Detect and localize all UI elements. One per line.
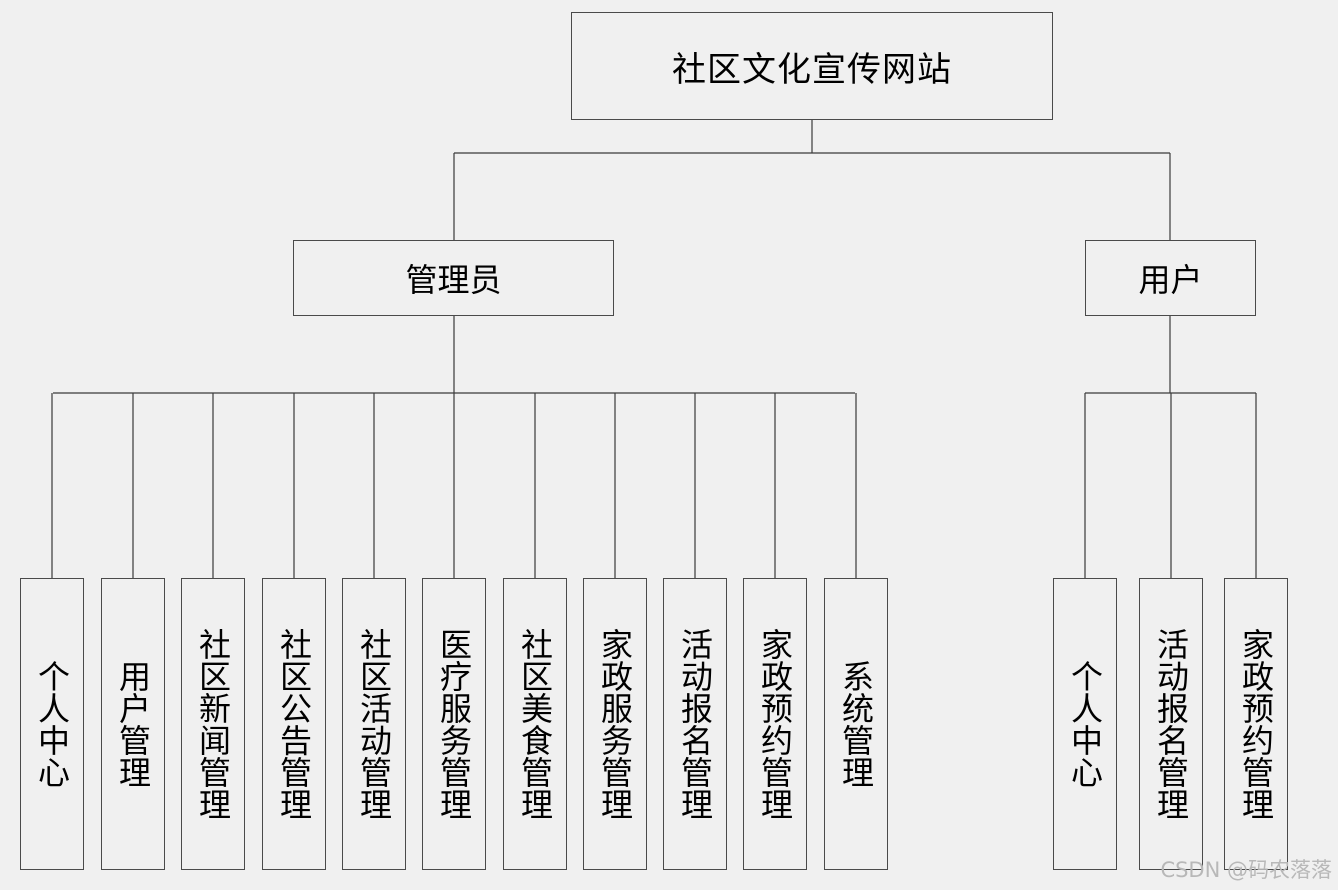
user-leaf-node: 家政预约管理 (1224, 578, 1288, 870)
user-leaf-label: 个人中心 (1066, 660, 1104, 788)
user-leaf-label: 家政预约管理 (1237, 628, 1275, 820)
admin-node-label: 管理员 (405, 261, 502, 299)
admin-node: 管理员 (293, 240, 614, 316)
admin-leaf-node: 家政服务管理 (583, 578, 647, 870)
admin-leaf-label: 社区新闻管理 (194, 628, 232, 820)
user-leaf-node: 活动报名管理 (1139, 578, 1203, 870)
admin-leaf-node: 社区新闻管理 (181, 578, 245, 870)
user-node-label: 用户 (1138, 261, 1203, 299)
watermark: CSDN @码农落落 (1160, 858, 1332, 882)
admin-leaf-node: 社区公告管理 (262, 578, 326, 870)
admin-leaf-label: 社区活动管理 (355, 628, 393, 820)
admin-leaf-node: 社区活动管理 (342, 578, 406, 870)
admin-leaf-label: 家政服务管理 (596, 628, 634, 820)
admin-leaf-label: 医疗服务管理 (435, 628, 473, 820)
admin-leaf-label: 用户管理 (114, 660, 152, 788)
admin-leaf-label: 社区美食管理 (516, 628, 554, 820)
admin-leaf-label: 系统管理 (837, 660, 875, 788)
admin-leaf-node: 社区美食管理 (503, 578, 567, 870)
admin-leaf-label: 家政预约管理 (756, 628, 794, 820)
admin-leaf-node: 医疗服务管理 (422, 578, 486, 870)
admin-leaf-node: 活动报名管理 (663, 578, 727, 870)
user-leaf-node: 个人中心 (1053, 578, 1117, 870)
admin-leaf-node: 用户管理 (101, 578, 165, 870)
user-node: 用户 (1085, 240, 1256, 316)
user-leaf-label: 活动报名管理 (1152, 628, 1190, 820)
admin-leaf-label: 社区公告管理 (275, 628, 313, 820)
root-node: 社区文化宣传网站 (571, 12, 1053, 120)
root-node-label: 社区文化宣传网站 (672, 49, 952, 90)
admin-leaf-label: 个人中心 (33, 660, 71, 788)
admin-leaf-node: 个人中心 (20, 578, 84, 870)
admin-leaf-node: 系统管理 (824, 578, 888, 870)
admin-leaf-node: 家政预约管理 (743, 578, 807, 870)
admin-leaf-label: 活动报名管理 (676, 628, 714, 820)
